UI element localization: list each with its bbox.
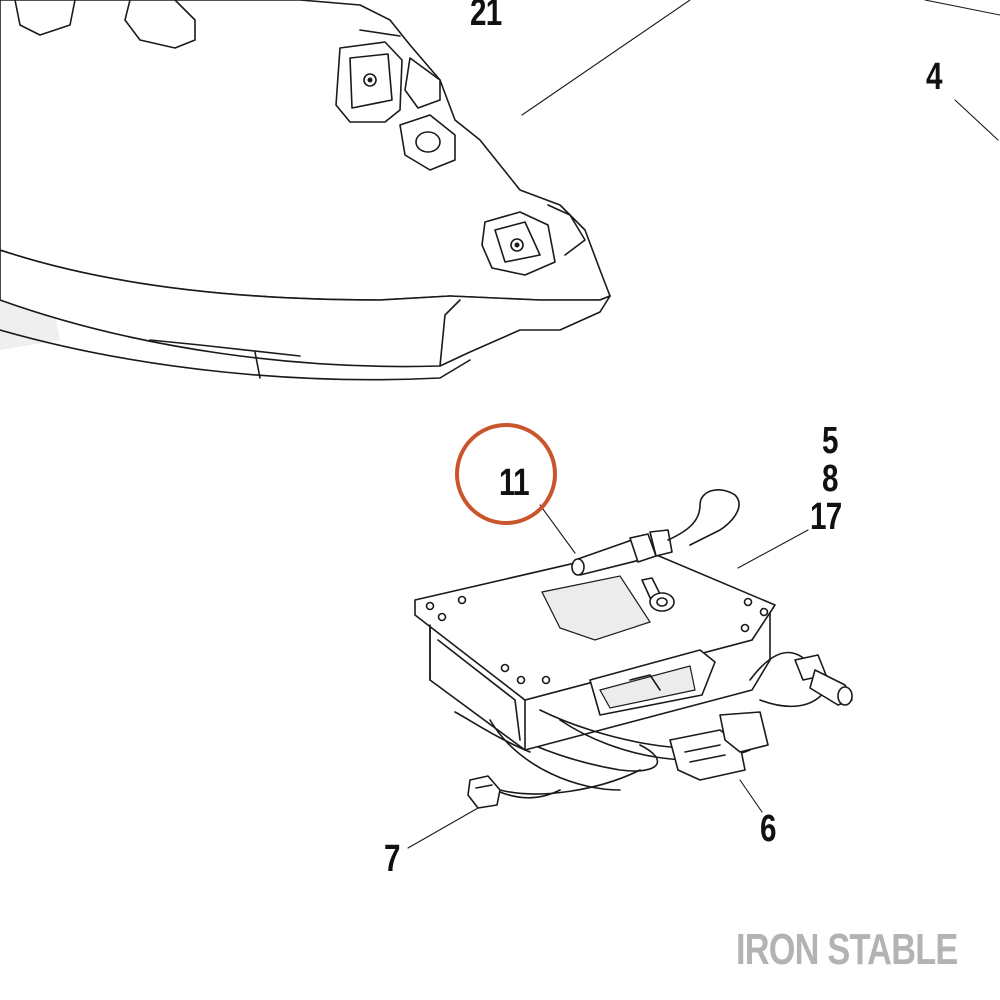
- leader-11: [539, 504, 576, 554]
- callout-4: 4: [926, 56, 942, 98]
- callout-17: 17: [810, 496, 842, 538]
- brand-watermark: IRON STABLE: [736, 925, 958, 974]
- leader-top-right: [924, 0, 1000, 16]
- control-module-assembly: [414, 489, 853, 809]
- connector-part-7: [467, 775, 561, 809]
- mounting-holes: [425, 595, 769, 685]
- callout-5: 5: [822, 420, 838, 462]
- leader-4: [954, 99, 999, 141]
- leader-21: [521, 0, 691, 116]
- callout-8: 8: [822, 458, 838, 500]
- fender-assembly: [0, 0, 611, 381]
- leader-6: [739, 779, 763, 813]
- leader-lines: [407, 0, 1000, 849]
- leader-17: [737, 529, 809, 569]
- leader-7: [407, 807, 479, 849]
- callout-11: 11: [499, 462, 530, 504]
- mounting-screw: [641, 577, 675, 612]
- callout-6: 6: [760, 808, 776, 850]
- highlight-circle: [455, 423, 557, 525]
- antenna-part: [571, 489, 740, 576]
- connector-part-6: [669, 711, 769, 781]
- callout-7: 7: [384, 838, 400, 880]
- callout-21: 21: [470, 0, 502, 34]
- right-sensor: [794, 654, 853, 706]
